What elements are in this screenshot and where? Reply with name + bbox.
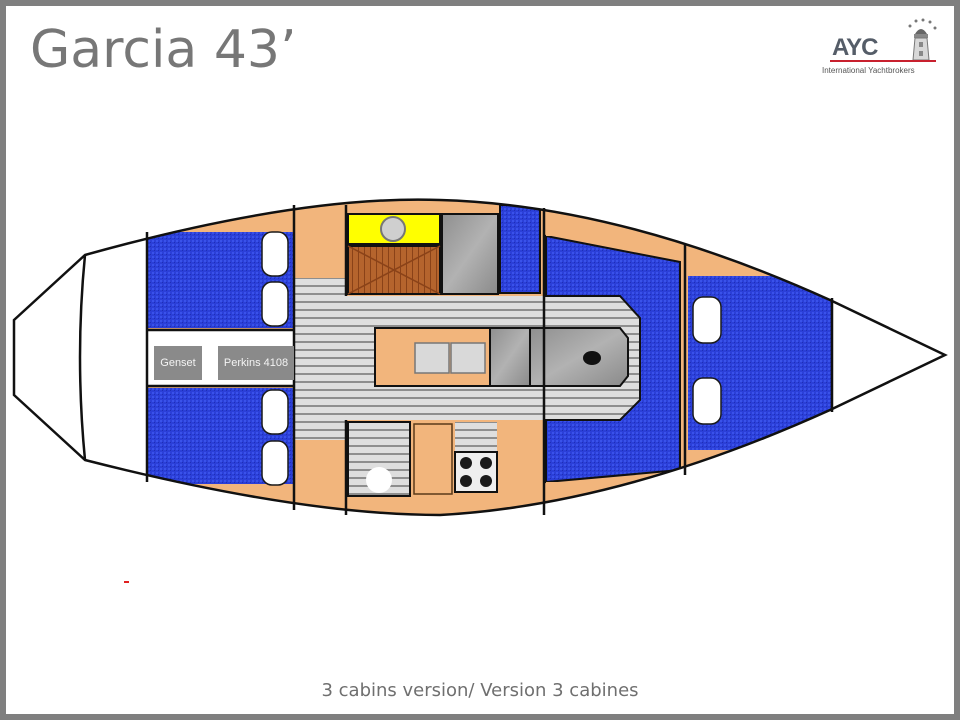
yacht-floorplan — [12, 198, 948, 517]
lighthouse-icon — [908, 18, 937, 61]
slide: Garcia 43’ AYC International Yachtbroker… — [6, 6, 954, 714]
red-marker — [124, 581, 129, 583]
engine-label: Perkins 4108 — [218, 346, 294, 380]
caption: 3 cabins version/ Version 3 cabines — [321, 680, 639, 701]
page-title: Garcia 43’ — [30, 20, 297, 80]
logo-underline — [830, 60, 936, 62]
company-logo: AYC International Yachtbrokers — [818, 14, 942, 80]
logo-tagline: International Yachtbrokers — [822, 66, 915, 75]
genset-label: Genset — [154, 346, 202, 380]
logo-brand: AYC — [832, 34, 878, 61]
